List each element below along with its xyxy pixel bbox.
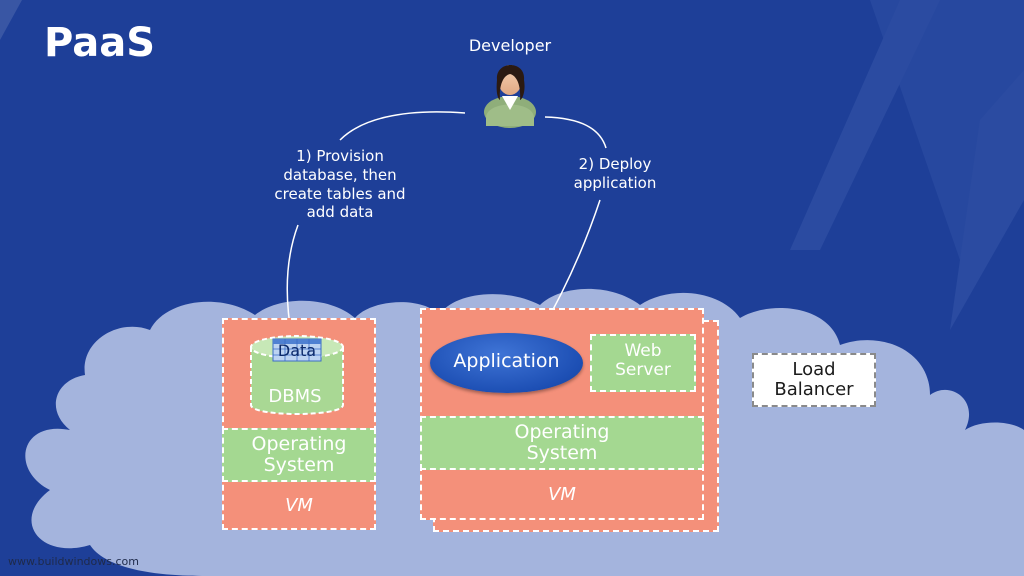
os-line: System	[263, 453, 335, 476]
web-server-line: Web	[624, 341, 662, 361]
database-vm-label: VM	[285, 495, 313, 516]
load-balancer-line: Balancer	[774, 378, 854, 400]
app-os-box: Operating System	[420, 416, 704, 470]
data-table-icon	[272, 338, 322, 362]
dbms-label: DBMS	[268, 386, 322, 407]
load-balancer-box: Load Balancer	[752, 353, 876, 407]
step1-line: database, then	[283, 165, 397, 184]
deploy-arrow	[544, 116, 607, 149]
step2-line: application	[573, 173, 657, 192]
database-cylinder-icon	[250, 335, 344, 415]
developer-label: Developer	[468, 36, 552, 55]
database-os-box: Operating System	[222, 428, 376, 482]
application-label: Application	[453, 350, 560, 372]
data-label: Data	[277, 341, 317, 360]
application-ellipse	[430, 333, 583, 393]
os-line: Operating	[514, 421, 610, 443]
step2-line: 2) Deploy	[578, 155, 652, 173]
step1-line: 1) Provision	[296, 147, 384, 165]
provision-arrow	[339, 111, 466, 141]
app-os-label: Operating System	[422, 422, 702, 464]
background-stripes	[0, 0, 1024, 330]
provision-step-label: 1) Provision database, then create table…	[265, 147, 415, 222]
load-balancer-label: Load Balancer	[754, 360, 874, 400]
web-server-label: Web Server	[592, 342, 694, 379]
os-line: Operating	[251, 433, 347, 455]
deploy-step-label: 2) Deploy application	[560, 155, 670, 193]
app-vm-label: VM	[548, 484, 576, 505]
slide-title: PaaS	[44, 20, 156, 66]
web-server-box: Web Server	[590, 334, 696, 392]
footer-url: www.buildwindows.com	[8, 555, 139, 568]
developer-person-icon	[484, 65, 536, 128]
step1-line: add data	[306, 203, 374, 222]
step1-line: create tables and	[274, 184, 406, 203]
os-line: System	[526, 441, 598, 464]
web-server-line: Server	[615, 359, 671, 380]
load-balancer-line: Load	[792, 359, 836, 380]
database-os-label: Operating System	[224, 434, 374, 476]
